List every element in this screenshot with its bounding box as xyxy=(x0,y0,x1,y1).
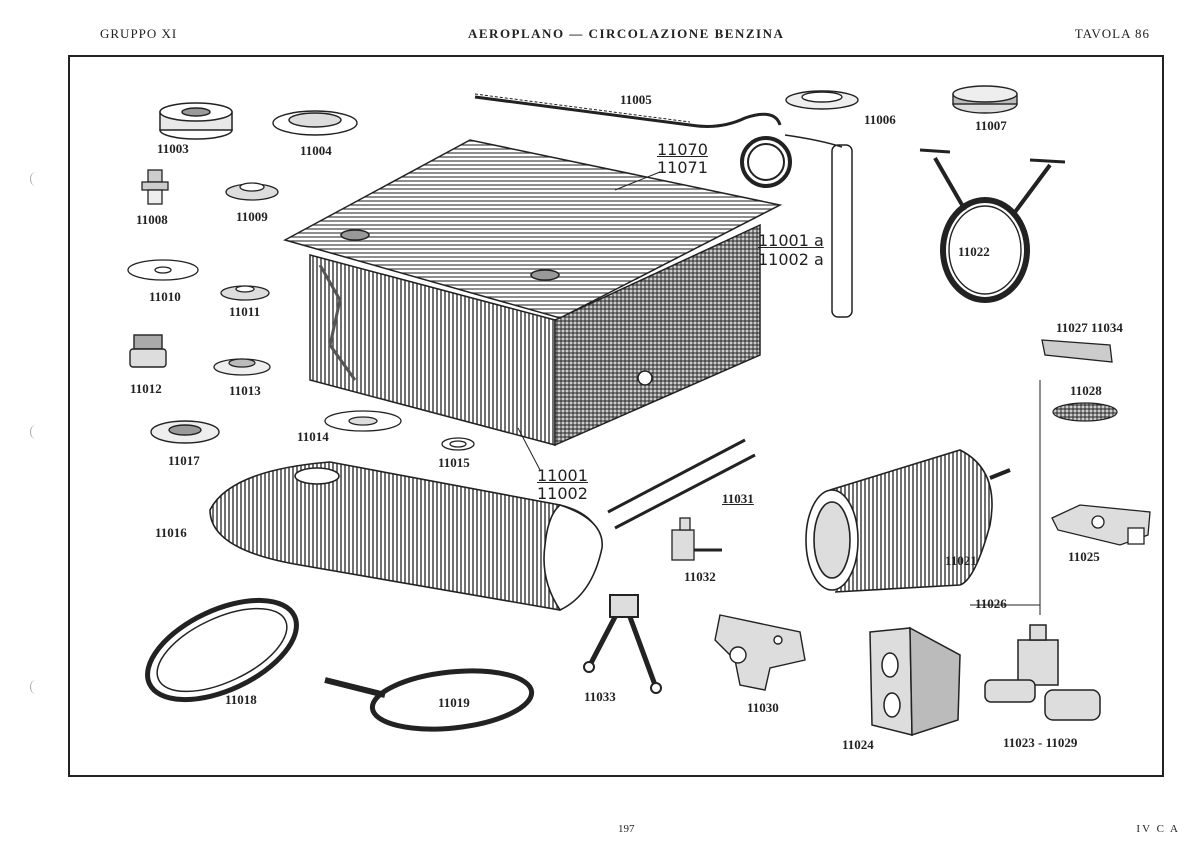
part-label: 11005 xyxy=(620,92,652,107)
punch-mark xyxy=(30,425,41,439)
part-label: 11003 xyxy=(157,141,189,156)
part-label: 11024 xyxy=(842,737,874,752)
part-label: 11008 xyxy=(136,212,168,227)
part-11032-valve xyxy=(671,517,722,561)
part-label: 11033 xyxy=(584,689,616,704)
part-11004-flange xyxy=(272,110,358,136)
part-label: 11009 xyxy=(236,209,268,224)
part-11022-strap xyxy=(919,148,1066,303)
part-label: 11021 xyxy=(945,553,977,568)
part-label: 11017 xyxy=(168,453,200,468)
part-11013-flange xyxy=(213,358,271,376)
plate-frame xyxy=(68,55,1164,777)
part-label: 11002 a xyxy=(758,250,824,269)
part-label: 11022 xyxy=(958,244,990,259)
part-label: 11018 xyxy=(225,692,257,707)
page-number: 197 xyxy=(618,823,635,835)
part-11018-frame xyxy=(145,597,299,703)
part-label: 11028 xyxy=(1070,383,1102,398)
part-label: 11032 xyxy=(684,569,716,584)
part-11033-linkage xyxy=(583,594,662,694)
part-11030-bracket xyxy=(714,614,806,691)
part-11019-band xyxy=(324,668,535,732)
part-11023-fuel-cock xyxy=(984,624,1101,721)
part-label: 11006 xyxy=(864,112,896,127)
part-label: 11015 xyxy=(438,455,470,470)
part-11010-gasket xyxy=(127,259,199,281)
part-11009-flange xyxy=(225,182,279,201)
part-11006-flange xyxy=(785,90,859,110)
punch-mark xyxy=(30,680,41,694)
part-11015-ring xyxy=(441,437,475,451)
catalog-code: IV C A xyxy=(1136,823,1180,835)
part-label: 11014 xyxy=(297,429,329,444)
part-label: 11016 xyxy=(155,525,187,540)
part-label: 11004 xyxy=(300,143,332,158)
part-label: 11007 xyxy=(975,118,1007,133)
part-11003-ring xyxy=(159,102,233,140)
part-11017-flange xyxy=(150,420,220,444)
part-11016-rear-tank xyxy=(209,461,603,612)
part-fuel-probe xyxy=(784,134,853,318)
part-label: 11012 xyxy=(130,381,162,396)
part-label: 11001 xyxy=(537,466,588,485)
punch-mark xyxy=(30,172,41,186)
group-title: GRUPPO XI xyxy=(100,26,178,41)
part-11031-rods xyxy=(607,438,756,530)
part-label: 11023 - 11029 xyxy=(1003,735,1078,750)
part-11008-plug xyxy=(141,169,169,205)
part-11028-disc xyxy=(1052,402,1118,422)
part-11014-gasket xyxy=(324,410,402,432)
leader-lines xyxy=(517,171,1041,615)
plate-number: TAVOLA 86 xyxy=(1074,26,1150,41)
part-label: 11026 xyxy=(975,596,1007,611)
part-label: 11013 xyxy=(229,383,261,398)
part-11012-plug xyxy=(129,334,167,368)
part-11021-filter xyxy=(805,449,1011,593)
part-11024-box xyxy=(869,626,961,737)
part-11007-cap xyxy=(952,85,1018,114)
part-11025-fitting xyxy=(1051,504,1151,546)
part-label: 11010 xyxy=(149,289,181,304)
part-label: 11027 11034 xyxy=(1056,320,1123,335)
page-title: AEROPLANO — CIRCOLAZIONE BENZINA xyxy=(468,26,785,41)
part-label: 11031 xyxy=(722,491,754,506)
part-11027-bracket xyxy=(1041,339,1113,363)
part-11005-pipe xyxy=(474,93,792,188)
part-11001-main-tank xyxy=(283,139,783,447)
part-label: 11071 xyxy=(657,158,708,177)
part-label: 11001 a xyxy=(758,231,824,250)
part-label: 11030 xyxy=(747,700,779,715)
part-label: 11002 xyxy=(537,484,588,503)
part-11011-flange xyxy=(220,285,270,301)
part-label: 11070 xyxy=(657,140,708,159)
part-label: 11025 xyxy=(1068,549,1100,564)
part-label: 11019 xyxy=(438,695,470,710)
part-label: 11011 xyxy=(229,304,261,319)
